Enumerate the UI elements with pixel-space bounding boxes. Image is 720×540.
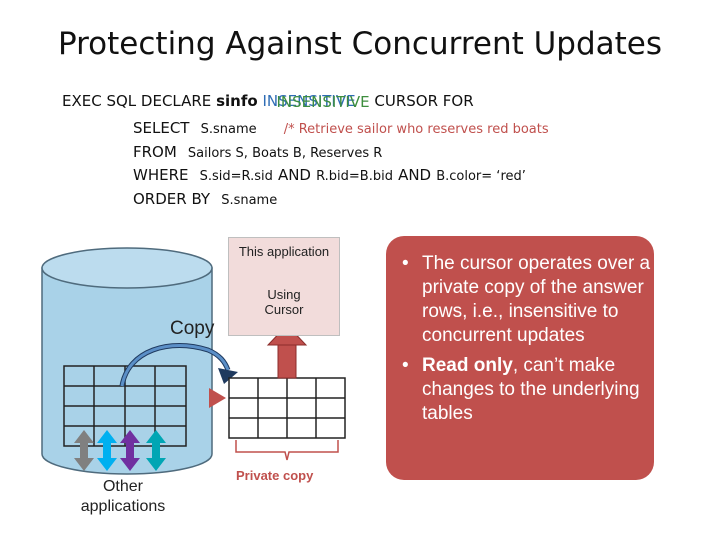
where-keyword: WHERE — [133, 166, 189, 184]
other-applications-line-2: applications — [80, 498, 166, 515]
using-cursor-label: Using Cursor — [228, 287, 340, 317]
cursor-name: sinfo — [216, 92, 258, 110]
callout-bullet-2-text: , can’t make changes to the underlying t… — [422, 355, 640, 424]
code-line-declare: EXEC SQL DECLARE sinfo INSENSITIVE INSEN… — [62, 92, 474, 111]
pointer-triangle — [209, 388, 226, 408]
this-application-label: This application — [238, 244, 330, 259]
from-keyword: FROM — [133, 143, 177, 161]
code-line-from: FROM Sailors S, Boats B, Reserves R — [133, 142, 382, 161]
other-applications-line-1: Other — [102, 478, 143, 495]
code-comment: /* Retrieve sailor who reserves red boat… — [283, 122, 549, 137]
other-app-arrows — [74, 430, 166, 471]
orderby-keyword: ORDER BY — [133, 190, 211, 208]
code-line-select: SELECT S.sname /* Retrieve sailor who re… — [133, 118, 549, 137]
from-value: Sailors S, Boats B, Reserves R — [187, 146, 383, 161]
private-copy-bracket — [235, 440, 339, 461]
insensitive-text-green: INSENSITIVE — [276, 93, 370, 111]
bullet-dot: • — [402, 253, 409, 274]
copy-arrow — [119, 343, 238, 387]
code-line-orderby: ORDER BY S.sname — [133, 189, 277, 208]
callout-bullets: • The cursor operates over a private cop… — [402, 252, 652, 432]
callout-bullet-1-text: The cursor operates over a private copy … — [422, 253, 651, 346]
where-cond-2: R.bid=B.bid — [316, 169, 393, 184]
select-keyword: SELECT — [133, 119, 190, 137]
callout-bullet-2-bold: Read only — [422, 355, 513, 376]
cursor-for-keyword: CURSOR FOR — [374, 92, 474, 110]
where-cond-1: S.sid=R.sid — [199, 169, 273, 184]
double-arrow-cyan-icon — [97, 430, 117, 471]
insensitive-text-blue: INSENSITIVE — [262, 92, 356, 110]
page-title: Protecting Against Concurrent Updates — [57, 26, 663, 62]
and-keyword-1: AND — [277, 166, 311, 184]
and-keyword-2: AND — [398, 166, 432, 184]
orderby-value: S.sname — [221, 193, 278, 208]
double-arrow-gray-icon — [74, 430, 94, 471]
copy-label: Copy — [170, 318, 215, 339]
using-cursor-line-1: Using — [267, 287, 301, 302]
where-cond-3: B.color= ‘red’ — [436, 169, 526, 184]
select-value: S.sname — [200, 122, 257, 137]
using-cursor-line-2: Cursor — [264, 302, 304, 317]
callout-bullet-1: • The cursor operates over a private cop… — [402, 252, 652, 348]
this-application-box — [228, 237, 340, 336]
double-arrow-teal-icon — [146, 430, 166, 471]
declare-keyword: EXEC SQL DECLARE — [62, 92, 212, 110]
insensitive-keyword: INSENSITIVE INSENSITIVE — [262, 92, 369, 111]
code-line-where: WHERE S.sid=R.sid AND R.bid=B.bid AND B.… — [133, 165, 526, 184]
bullet-dot: • — [402, 355, 409, 376]
callout-box — [386, 236, 654, 480]
other-applications-label: Other applications — [68, 477, 178, 517]
callout-bullet-2: • Read only, can’t make changes to the u… — [402, 354, 652, 426]
double-arrow-purple-icon — [120, 430, 140, 471]
private-copy-table — [228, 377, 346, 439]
private-copy-label: Private copy — [236, 468, 314, 483]
